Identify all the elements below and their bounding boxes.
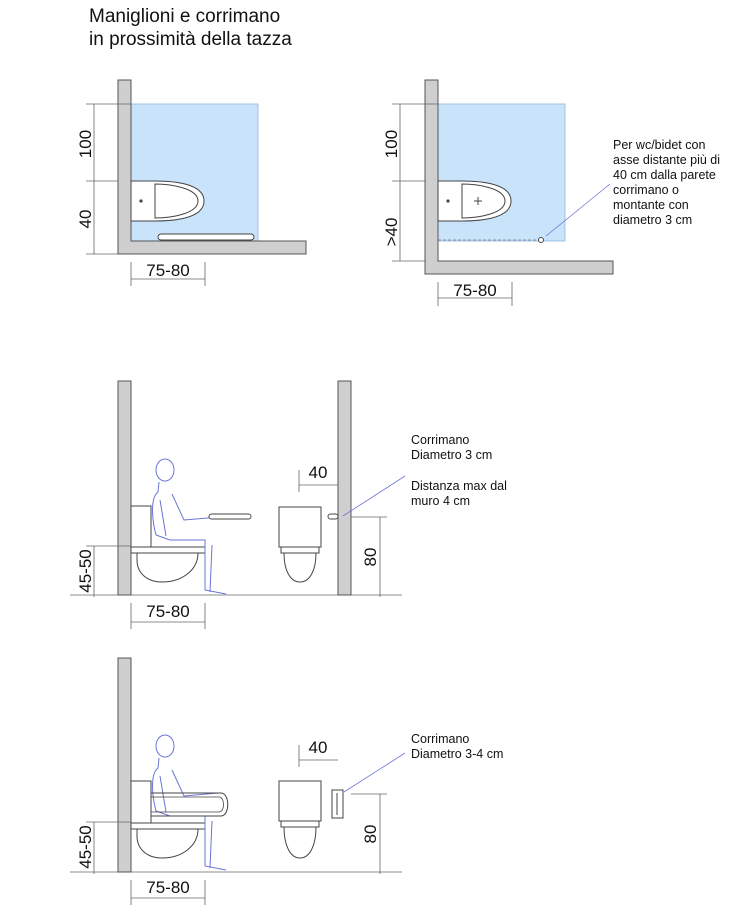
note-a-line-1: Corrimano [411,433,469,447]
note-line-1: Per wc/bidet con [613,138,705,152]
title-line-2: in prossimità della tazza [89,29,292,50]
note-a-line-2: Diametro 3-4 cm [411,747,503,761]
toilet-side [130,780,206,859]
dim-100: 100 [76,130,95,158]
dim-40: 40 [76,210,95,229]
plan-left: 100 40 75-80 [76,79,307,286]
dim-75-80: 75-80 [146,602,189,621]
dim-75-80: 75-80 [146,261,189,280]
elevation-2: 45-50 75-80 40 80 Corrimano Diametro 3-4… [70,657,503,905]
dim-80: 80 [361,548,380,567]
seated-person [152,458,227,595]
toilet-plan [437,180,512,222]
dim-100: 100 [382,130,401,158]
dim-40: 40 [309,463,328,482]
leader-line [342,475,406,517]
dim-45-50: 45-50 [76,549,95,592]
note-a-line-1: Corrimano [411,732,469,746]
dim-45-50: 45-50 [76,825,95,868]
wall-left [117,657,132,873]
upright-post [538,237,544,243]
leader-line [545,183,611,237]
plan-right: 100 >40 75-80 Per wc/bidet con asse dist… [382,79,720,306]
toilet-plan [130,180,205,222]
dim-75-80: 75-80 [146,878,189,897]
folding-grab-bar [151,792,229,817]
elevation-1: 45-50 75-80 40 80 Corrimano Diametro 3 c… [70,380,507,629]
wall-left [117,380,132,596]
wall-right [337,380,352,596]
wall-l-shape [424,79,614,275]
note-line-2: asse distante più di [613,153,720,167]
note-b-line-2: muro 4 cm [411,494,470,508]
toilet-side [130,505,206,583]
toilet-front [278,506,322,583]
toilet-front [278,780,322,859]
leader-line [343,752,406,793]
dim-80: 80 [361,825,380,844]
dim-40: 40 [309,738,328,757]
note-line-4: corrimano o [613,183,679,197]
note-line-6: diametro 3 cm [613,213,692,227]
note-a-line-2: Diametro 3 cm [411,448,492,462]
grab-bar [208,513,252,520]
dim-greater-40: >40 [382,218,401,247]
note-b-line-1: Distanza max dal [411,479,507,493]
grab-bar-plan [157,233,255,241]
note-line-3: 40 cm dalla parete [613,168,716,182]
wall-rail [327,513,339,520]
note-line-5: montante con [613,198,689,212]
title-line-1: Maniglioni e corrimano [89,6,280,27]
dim-75-80: 75-80 [453,281,496,300]
